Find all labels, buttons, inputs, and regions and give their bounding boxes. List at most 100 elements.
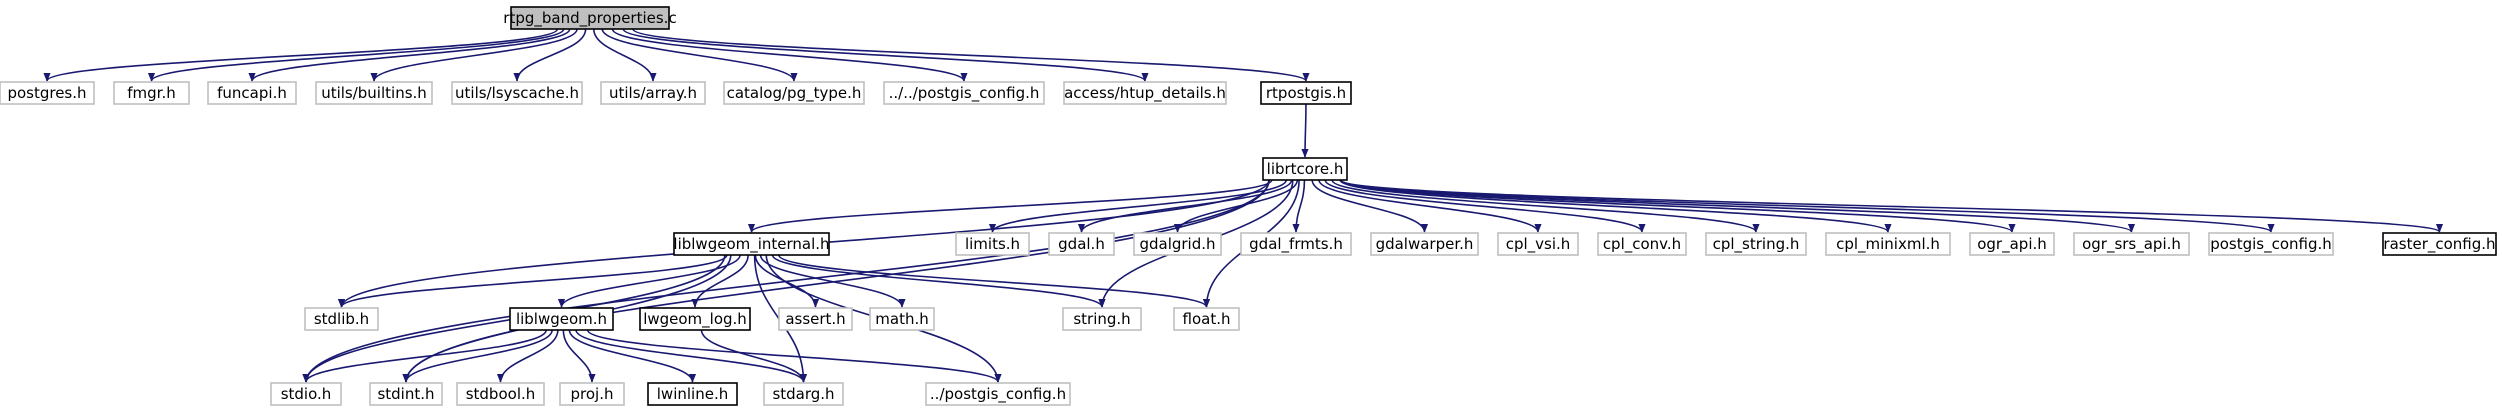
node-box-stdint (369, 382, 443, 406)
node-box-liblwgeom (509, 307, 614, 331)
node-label-lwgeom_internal: liblwgeom_internal.h (673, 235, 829, 254)
edge-librtcore-to-gdal (1077, 179, 1293, 233)
node-assert: assert.h (778, 307, 853, 331)
edge-librtcore-to-gdal_frmts (1292, 179, 1306, 233)
node-label-limits: limits.h (965, 235, 1020, 253)
edge-root-to-htup (622, 28, 1149, 82)
node-cpl_vsi: cpl_vsi.h (1497, 232, 1579, 256)
edge-librtcore-to-ogr_api (1340, 179, 2016, 233)
node-box-string (1062, 307, 1142, 331)
node-label-cpl_conv: cpl_conv.h (1603, 235, 1681, 254)
node-box-pgconfig_up2 (883, 81, 1045, 105)
node-label-ogr_api: ogr_api.h (1977, 235, 2047, 254)
node-label-postgres: postgres.h (7, 84, 86, 102)
node-box-root (510, 6, 670, 30)
edge-liblwgeom-to-stdarg (575, 329, 808, 383)
node-gdalwarper: gdalwarper.h (1370, 232, 1479, 256)
edge-liblwgeom-to-stdio (302, 329, 547, 383)
node-layer: rtpg_band_properties.c postgres.h fmgr.h fu… (0, 6, 2497, 406)
node-box-pgtype (723, 81, 865, 105)
node-box-rtpostgis (1260, 81, 1352, 105)
node-label-cpl_string: cpl_string.h (1713, 235, 1800, 254)
edge-root-to-lsyscache (513, 28, 587, 82)
node-pgconfig_up2: ../../postgis_config.h (883, 81, 1045, 105)
node-root[interactable]: rtpg_band_properties.c (503, 6, 677, 30)
node-box-postgres (0, 81, 95, 105)
node-lwgeom_log[interactable]: lwgeom_log.h (639, 307, 751, 331)
node-rtpostgis[interactable]: rtpostgis.h (1260, 81, 1352, 105)
node-label-root: rtpg_band_properties.c (503, 9, 676, 28)
node-label-lwgeom_log: lwgeom_log.h (643, 310, 747, 329)
node-raster_config[interactable]: raster_config.h (2382, 232, 2497, 256)
node-box-ogr_api (1969, 232, 2055, 256)
node-lwgeom_internal[interactable]: liblwgeom_internal.h (673, 232, 830, 256)
node-lsyscache: utils/lsyscache.h (451, 81, 583, 105)
node-label-array: utils/array.h (609, 84, 697, 102)
node-label-pgconfig_up2: ../../postgis_config.h (889, 84, 1040, 103)
node-lwinline[interactable]: lwinline.h (647, 382, 738, 406)
edge-lwgeom_internal-to-liblwgeom (557, 254, 741, 308)
node-label-proj: proj.h (571, 385, 614, 403)
node-gdalgrid: gdalgrid.h (1133, 232, 1222, 256)
node-float: float.h (1173, 307, 1240, 331)
edge-root-to-funcapi (248, 28, 571, 82)
node-label-gdalwarper: gdalwarper.h (1376, 235, 1474, 253)
edge-rtpostgis-to-librtcore (1301, 103, 1309, 158)
node-box-lwgeom_log (639, 307, 751, 331)
node-box-cpl_conv (1597, 232, 1687, 256)
edge-lwgeom_internal-to-math (759, 254, 906, 308)
node-label-postgis_config: postgis_config.h (2210, 235, 2332, 254)
node-builtins: utils/builtins.h (315, 81, 433, 105)
node-label-cpl_vsi: cpl_vsi.h (1506, 235, 1571, 254)
node-label-liblwgeom: liblwgeom.h (516, 310, 607, 328)
node-stdbool: stdbool.h (456, 382, 545, 406)
node-limits: limits.h (955, 232, 1030, 256)
node-label-lsyscache: utils/lsyscache.h (455, 84, 579, 102)
edge-root-to-fmgr (148, 28, 565, 82)
node-label-stdint: stdint.h (377, 385, 434, 403)
node-box-gdal (1048, 232, 1115, 256)
edge-librtcore-to-cpl_minixml (1339, 179, 1892, 233)
node-string: string.h (1062, 307, 1142, 331)
node-label-float: float.h (1183, 310, 1231, 328)
node-pgconfig_up1: ../postgis_config.h (925, 382, 1071, 406)
edge-librtcore-to-lwgeom_internal (748, 179, 1273, 233)
node-box-stdarg (763, 382, 844, 406)
node-stdio: stdio.h (270, 382, 342, 406)
edge-liblwgeom-to-pgconfig_up1 (586, 329, 1002, 383)
edge-librtcore-to-limits (989, 179, 1288, 233)
node-label-gdalgrid: gdalgrid.h (1139, 235, 1215, 253)
node-label-funcapi: funcapi.h (217, 84, 287, 102)
edge-liblwgeom-to-lwinline (568, 329, 697, 383)
node-librtcore[interactable]: librtcore.h (1262, 157, 1348, 181)
node-box-assert (778, 307, 853, 331)
node-fmgr: fmgr.h (113, 81, 190, 105)
node-label-stdarg: stdarg.h (772, 385, 834, 403)
node-label-pgtype: catalog/pg_type.h (727, 84, 862, 103)
edge-librtcore-to-stdio (302, 179, 1270, 383)
node-gdal_frmts: gdal_frmts.h (1240, 232, 1352, 256)
node-box-fmgr (113, 81, 190, 105)
node-ogr_api: ogr_api.h (1969, 232, 2055, 256)
node-box-postgis_config (2208, 232, 2334, 256)
node-box-lwinline (647, 382, 738, 406)
node-box-lwgeom_internal (673, 232, 830, 256)
node-liblwgeom[interactable]: liblwgeom.h (509, 307, 614, 331)
node-label-builtins: utils/builtins.h (321, 84, 427, 102)
node-funcapi: funcapi.h (207, 81, 297, 105)
edge-root-to-array (592, 28, 657, 82)
edge-librtcore-to-cpl_string (1331, 179, 1760, 233)
node-label-stdlib: stdlib.h (314, 310, 369, 328)
node-box-stdio (270, 382, 342, 406)
node-label-pgconfig_up1: ../postgis_config.h (930, 385, 1066, 404)
node-box-raster_config (2382, 232, 2497, 256)
node-box-array (600, 81, 706, 105)
node-box-float (1173, 307, 1240, 331)
node-box-math (869, 307, 935, 331)
node-box-stdlib (304, 307, 379, 331)
node-label-string: string.h (1073, 310, 1130, 328)
node-box-funcapi (207, 81, 297, 105)
node-box-gdal_frmts (1240, 232, 1352, 256)
node-gdal: gdal.h (1048, 232, 1115, 256)
node-box-librtcore (1262, 157, 1348, 181)
